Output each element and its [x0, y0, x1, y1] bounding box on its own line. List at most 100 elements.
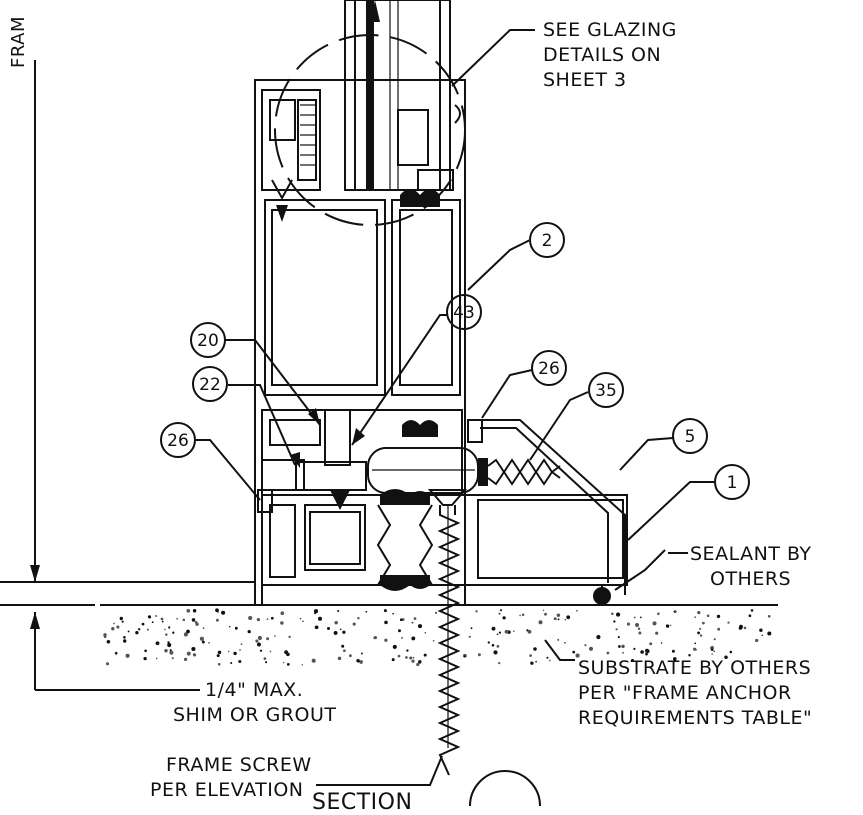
concrete-speckle [412, 656, 415, 659]
concrete-speckle [125, 653, 130, 658]
concrete-speckle [626, 622, 631, 626]
substrate-note-line-3: REQUIREMENTS TABLE" [578, 707, 813, 729]
concrete-speckle [391, 658, 395, 662]
concrete-speckle [191, 646, 196, 652]
concrete-speckle [274, 635, 276, 637]
concrete-speckle [496, 633, 499, 636]
concrete-speckle [606, 651, 610, 655]
concrete-speckle [487, 641, 490, 644]
concrete-speckle [575, 653, 580, 658]
concrete-speckle [645, 652, 648, 656]
concrete-speckle [724, 655, 728, 660]
concrete-speckle [221, 610, 226, 615]
concrete-speckle [186, 651, 191, 656]
concrete-speckle [615, 628, 618, 631]
glazing-note-line-2: DETAILS ON [543, 44, 662, 66]
concrete-speckle [160, 617, 164, 621]
concrete-speckle [360, 652, 363, 655]
svg-text:1: 1 [727, 473, 738, 493]
concrete-speckle [527, 629, 532, 634]
tag-26-lower: 26 [160, 422, 196, 458]
concrete-speckle [727, 621, 730, 624]
concrete-speckle [155, 641, 160, 646]
concrete-speckle [106, 640, 111, 644]
concrete-speckle [341, 644, 345, 648]
concrete-speckle [384, 620, 388, 625]
concrete-speckle [397, 654, 401, 658]
concrete-speckle [694, 616, 697, 618]
concrete-speckle [138, 628, 141, 631]
concrete-speckle [103, 633, 107, 637]
concrete-speckle [240, 643, 243, 645]
concrete-speckle [622, 651, 624, 654]
concrete-speckle [761, 634, 764, 637]
shim-note-line-1: 1/4" MAX. [205, 679, 304, 701]
concrete-speckle [141, 622, 145, 626]
frame-dimension-label: FRAM [8, 16, 29, 68]
concrete-speckle [314, 625, 319, 630]
concrete-speckle [169, 649, 172, 652]
concrete-speckle [688, 654, 691, 657]
concrete-speckle [165, 633, 168, 636]
concrete-speckle [202, 627, 205, 629]
concrete-speckle [470, 627, 473, 630]
concrete-speckle [564, 618, 567, 621]
concrete-speckle [767, 614, 771, 618]
concrete-speckle [631, 658, 634, 662]
concrete-speckle [365, 610, 368, 613]
glazing-infill [344, 0, 451, 191]
concrete-speckle [434, 611, 438, 614]
main-frame [257, 409, 628, 606]
svg-text:26: 26 [167, 431, 189, 451]
concrete-speckle [618, 645, 621, 648]
section-symbol [469, 770, 541, 806]
concrete-speckle [649, 642, 653, 646]
concrete-speckle [217, 662, 221, 666]
tag-5: 5 [672, 418, 708, 454]
concrete-speckle [743, 626, 747, 630]
concrete-speckle [655, 631, 659, 635]
concrete-speckle [113, 622, 115, 625]
concrete-speckle [337, 609, 340, 613]
concrete-speckle [269, 650, 272, 653]
concrete-speckle [216, 654, 220, 658]
concrete-speckle [529, 654, 532, 657]
substrate-note-line-1: SUBSTRATE BY OTHERS [578, 657, 812, 679]
glazing-note-line-3: SHEET 3 [543, 69, 627, 91]
concrete-speckle [498, 631, 501, 634]
concrete-speckle [356, 658, 360, 663]
concrete-speckle [411, 659, 415, 663]
concrete-speckle [699, 634, 703, 637]
concrete-speckle [282, 661, 285, 664]
concrete-speckle [533, 647, 537, 651]
concrete-speckle [105, 662, 110, 666]
svg-text:5: 5 [685, 427, 696, 447]
concrete-speckle [499, 609, 503, 612]
svg-text:20: 20 [197, 331, 219, 351]
concrete-speckle [640, 616, 642, 619]
concrete-speckle [119, 616, 123, 621]
concrete-speckle [288, 635, 291, 639]
concrete-speckle [538, 620, 543, 625]
concrete-speckle [342, 630, 346, 634]
concrete-speckle [183, 657, 188, 662]
concrete-speckle [239, 649, 241, 651]
concrete-speckle [201, 640, 205, 644]
concrete-speckle [186, 629, 190, 634]
concrete-speckle [504, 629, 509, 634]
concrete-speckle [672, 657, 677, 661]
concrete-speckle [409, 656, 413, 660]
concrete-speckle [301, 664, 304, 666]
concrete-speckle [576, 609, 578, 612]
concrete-speckle [417, 624, 423, 629]
concrete-speckle [280, 611, 285, 615]
concrete-speckle [405, 656, 408, 659]
concrete-speckle [167, 642, 172, 648]
concrete-speckle [383, 609, 387, 613]
svg-text:26: 26 [538, 359, 560, 379]
concrete-speckle [147, 615, 152, 619]
concrete-speckle [617, 636, 620, 639]
concrete-speckle [266, 618, 269, 621]
concrete-speckle [313, 609, 319, 614]
svg-text:43: 43 [453, 303, 475, 323]
